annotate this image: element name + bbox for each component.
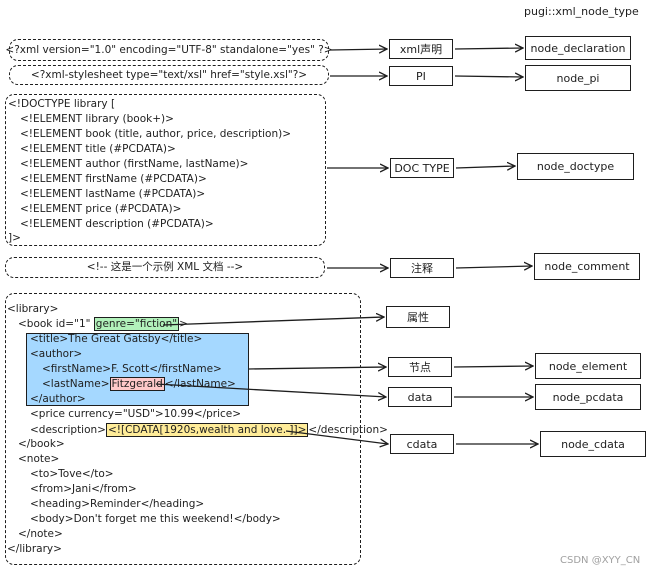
library-body-box [5, 293, 361, 565]
label-comment: 注释 [390, 258, 454, 278]
arrow [155, 383, 386, 397]
attribute-highlight: genre="fiction" [93, 317, 180, 331]
code-line-description: <description><![CDATA[1920s,wealth and l… [30, 423, 388, 438]
doctype-line: <!ELEMENT author (firstName, lastName)> [20, 158, 249, 170]
comment-box: <!-- 这是一个示例 XML 文档 --> [5, 257, 325, 278]
code-line: <author> [30, 348, 83, 360]
doctype-line: <!ELEMENT lastName (#PCDATA)> [20, 188, 206, 200]
doctype-line: <!DOCTYPE library [ [8, 98, 116, 110]
code-line: <to>Tove</to> [30, 468, 114, 480]
doctype-line: <!ELEMENT book (title, author, price, de… [20, 128, 292, 140]
element-highlight [26, 333, 249, 406]
label-xml-declaration: xml声明 [389, 39, 453, 59]
code-text: <lastName> [42, 378, 110, 390]
arrow [453, 366, 533, 367]
label-data: data [388, 387, 452, 407]
code-text: </description> [308, 424, 388, 436]
code-line: </note> [18, 528, 63, 540]
stylesheet-pi-box: <?xml-stylesheet type="text/xsl" href="s… [9, 65, 329, 85]
code-line: </author> [30, 393, 86, 405]
code-line: </book> [18, 438, 65, 450]
watermark: CSDN @XYY_CN [560, 555, 641, 566]
code-line: <heading>Reminder</heading> [30, 498, 205, 510]
code-line: <firstName>F. Scott</firstName> [42, 363, 222, 375]
node-type-doctype: node_doctype [517, 153, 634, 180]
node-type-pcdata: node_pcdata [535, 384, 641, 410]
doctype-line: <!ELEMENT library (book+)> [20, 113, 174, 125]
arrow [454, 76, 523, 77]
arrow [162, 317, 384, 326]
doctype-line: <!ELEMENT firstName (#PCDATA)> [20, 173, 207, 185]
doctype-line: ]> [8, 232, 21, 244]
stylesheet-pi-text: <?xml-stylesheet type="text/xsl" href="s… [30, 68, 308, 81]
code-line: <library> [7, 303, 59, 315]
doctype-line: <!ELEMENT title (#PCDATA)> [20, 143, 176, 155]
diagram-title: pugi::xml_node_type [524, 5, 639, 18]
xml-declaration-text: <?xml version="1.0" encoding="UTF-8" sta… [5, 43, 333, 56]
arrow [454, 48, 523, 49]
label-attribute: 属性 [386, 306, 450, 328]
node-type-comment: node_comment [534, 253, 640, 280]
arrow [285, 430, 388, 444]
code-text: <description> [30, 424, 106, 436]
doctype-line: <!ELEMENT price (#PCDATA)> [20, 203, 182, 215]
arrow [329, 49, 387, 50]
code-text: <book id="1" [18, 318, 94, 330]
xml-declaration-box: <?xml version="1.0" encoding="UTF-8" sta… [5, 39, 333, 61]
code-line: </library> [7, 543, 62, 555]
code-line-lastname: <lastName>Fitzgerald</lastName> [42, 377, 236, 392]
node-type-pi: node_pi [525, 65, 631, 91]
node-type-cdata: node_cdata [540, 431, 646, 457]
label-doctype: DOC TYPE [390, 158, 454, 178]
doctype-line: <!ELEMENT description (#PCDATA)> [20, 218, 214, 230]
node-type-element: node_element [535, 353, 641, 379]
label-cdata: cdata [390, 434, 454, 454]
code-line: <title>The Great Gatsby</title> [30, 333, 203, 345]
comment-text: <!-- 这是一个示例 XML 文档 --> [86, 261, 244, 273]
code-line: <note> [18, 453, 60, 465]
node-type-declaration: node_declaration [525, 36, 631, 60]
cdata-highlight: <![CDATA[1920s,wealth and love. ]]> [105, 423, 309, 437]
arrow [248, 367, 386, 369]
code-line-book: <book id="1" genre="fiction"> [18, 317, 188, 332]
code-line: <price currency="USD">10.99</price> [30, 408, 242, 420]
code-line: <from>Jani</from> [30, 483, 137, 495]
arrow [455, 266, 532, 268]
label-node: 节点 [388, 357, 452, 377]
doctype-box [5, 94, 326, 246]
label-pi: PI [389, 66, 453, 86]
arrow [455, 166, 515, 168]
pcdata-highlight: Fitzgerald [109, 377, 165, 391]
code-line: <body>Don't forget me this weekend!</bod… [30, 513, 281, 525]
